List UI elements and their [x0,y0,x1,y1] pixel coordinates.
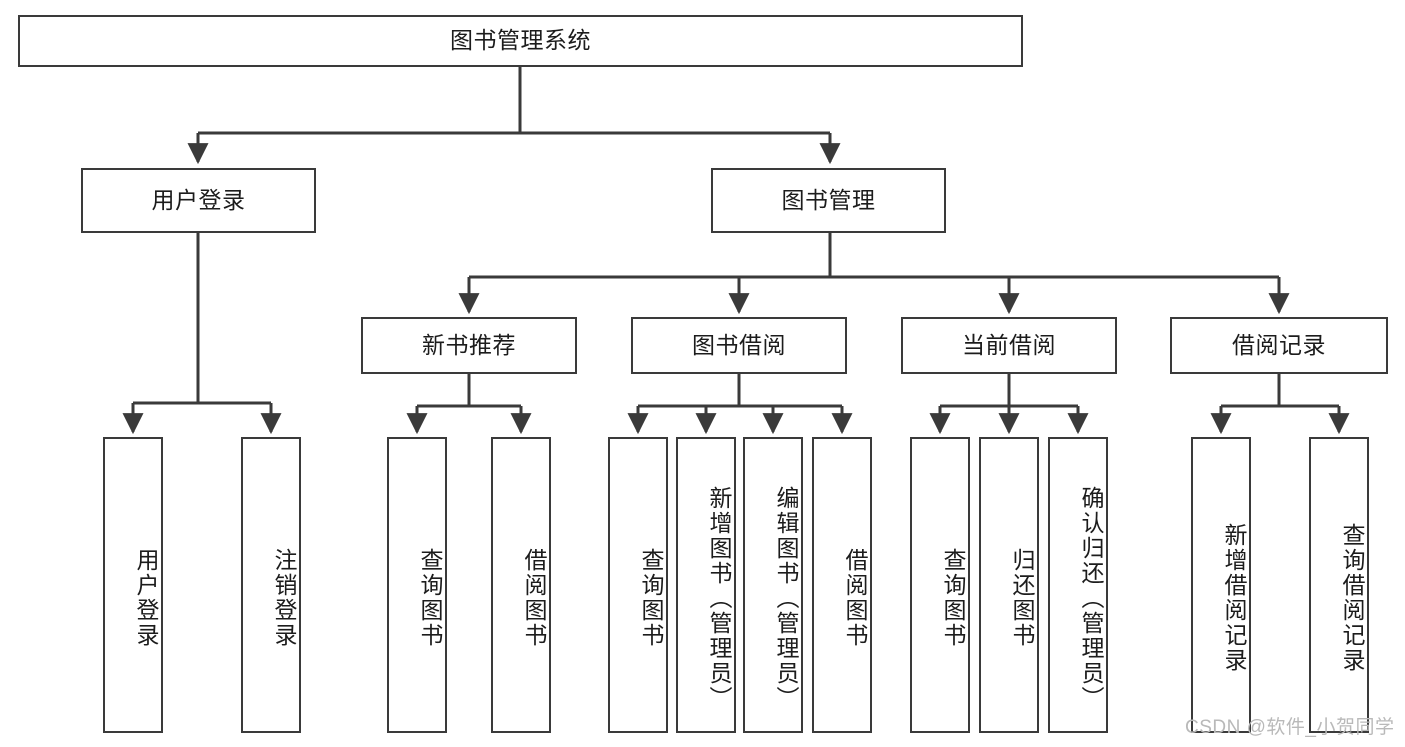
leaf-label: 注销登录 [271,548,297,648]
leaf-label: 确认归还（管理员） [1078,485,1104,711]
leaf-label: 用户登录 [133,548,159,648]
leaf-logout[interactable]: 注销登录 [241,437,301,733]
leaf-borrow-add-book-admin[interactable]: 新增图书（管理员） [676,437,736,733]
leaf-label: 新增图书（管理员） [706,485,732,711]
node-current-borrowing[interactable]: 当前借阅 [901,317,1117,374]
leaf-label: 新增借阅记录 [1221,523,1247,673]
leaf-borrow-edit-book-admin[interactable]: 编辑图书（管理员） [743,437,803,733]
node-user-login[interactable]: 用户登录 [81,168,316,233]
node-root-book-management-system[interactable]: 图书管理系统 [18,15,1023,67]
leaf-current-query-books[interactable]: 查询图书 [910,437,970,733]
leaf-newbook-query-books[interactable]: 查询图书 [387,437,447,733]
node-new-book-recommendation[interactable]: 新书推荐 [361,317,577,374]
leaf-user-login[interactable]: 用户登录 [103,437,163,733]
leaf-label: 查询图书 [940,548,966,648]
leaf-borrow-query-books[interactable]: 查询图书 [608,437,668,733]
node-book-management[interactable]: 图书管理 [711,168,946,233]
leaf-newbook-borrow-books[interactable]: 借阅图书 [491,437,551,733]
leaf-label: 编辑图书（管理员） [773,485,799,711]
leaf-label: 查询图书 [417,548,443,648]
leaf-current-confirm-return-admin[interactable]: 确认归还（管理员） [1048,437,1108,733]
leaf-label: 查询借阅记录 [1339,523,1365,673]
leaf-label: 归还图书 [1009,548,1035,648]
node-borrowing-records[interactable]: 借阅记录 [1170,317,1388,374]
leaf-label: 查询图书 [638,548,664,648]
leaf-records-add-borrow-record[interactable]: 新增借阅记录 [1191,437,1251,733]
watermark-text: CSDN @软件_小贺同学 [1185,717,1395,738]
leaf-records-query-borrow-record[interactable]: 查询借阅记录 [1309,437,1369,733]
node-book-borrowing[interactable]: 图书借阅 [631,317,847,374]
leaf-label: 借阅图书 [842,548,868,648]
leaf-borrow-borrow-books[interactable]: 借阅图书 [812,437,872,733]
leaf-label: 借阅图书 [521,548,547,648]
leaf-current-return-books[interactable]: 归还图书 [979,437,1039,733]
